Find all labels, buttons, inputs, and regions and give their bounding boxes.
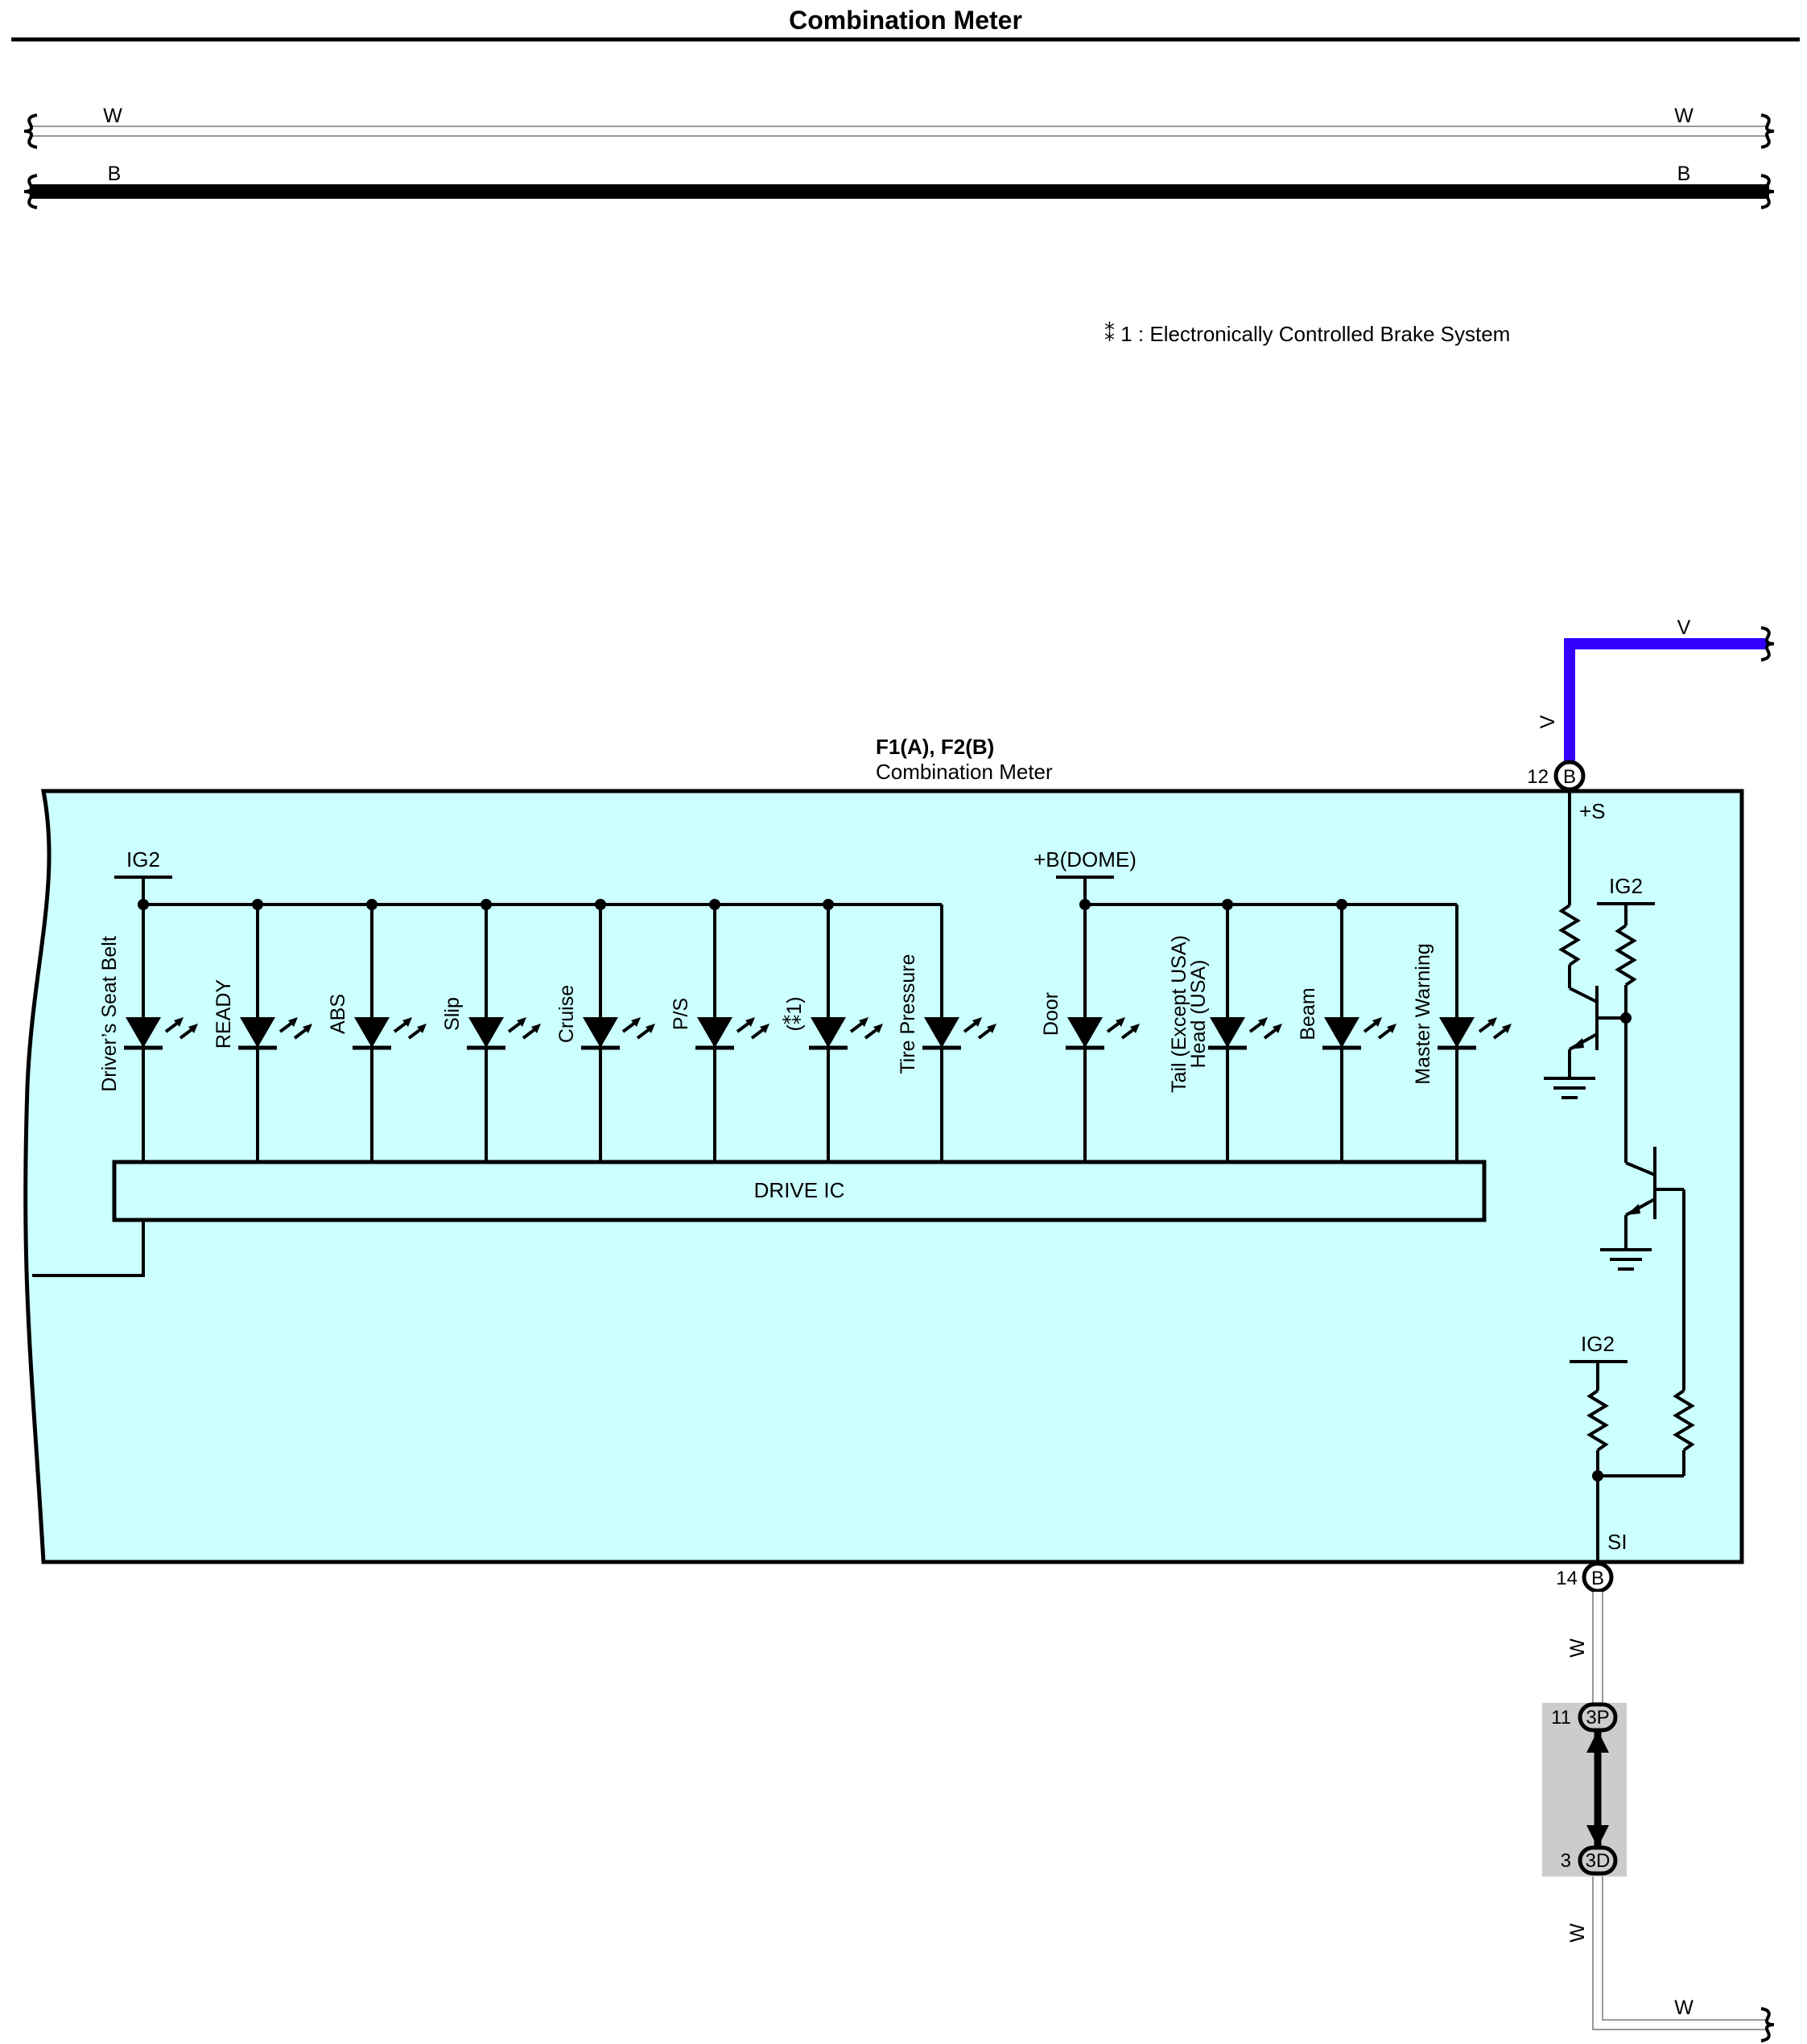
junction-dot	[823, 899, 834, 910]
lamp-label: Head (USA)	[1187, 960, 1210, 1069]
drive-ic-box	[112, 1160, 1487, 1222]
terminal-12-conn-letter: B	[1563, 766, 1576, 788]
wire-label-w-lower: W	[1566, 1923, 1589, 1943]
terminal-14-pin: 14	[1556, 1568, 1578, 1589]
terminal-si: SI	[1607, 1530, 1628, 1554]
lamp-label: Tire Pressure	[897, 954, 919, 1074]
component-code: F1(A), F2(B)	[876, 735, 994, 759]
junction-dot	[481, 899, 492, 910]
wire-v	[1564, 626, 1776, 764]
junction-dot-q1	[1620, 1012, 1632, 1024]
footnote: ⁑ 1 : Electronically Controlled Brake Sy…	[1104, 322, 1510, 346]
top-wire-w	[23, 113, 1776, 149]
junction-dot	[709, 899, 720, 910]
wire-label-v-vertical: V	[1537, 715, 1559, 728]
q2-emitter-arrow	[1626, 1204, 1640, 1215]
drive-ic-lead	[32, 1220, 145, 1277]
terminal-14-connector	[1582, 1561, 1614, 1593]
drive-ic-label: DRIVE IC	[754, 1178, 845, 1202]
lamp-label: P/S	[670, 998, 692, 1030]
wire-label-w-right: W	[1674, 105, 1694, 127]
diagram-title: Combination Meter	[789, 6, 1022, 35]
junction-3d-pin: 3	[1561, 1850, 1571, 1872]
lamp-branch: Cruise	[555, 899, 655, 1162]
junction-dot-si	[1592, 1470, 1603, 1481]
lamp-branch: Door	[1040, 899, 1140, 1162]
lamp-label: Master Warning	[1412, 943, 1434, 1085]
junction-dot	[1079, 899, 1091, 910]
junction-dot	[138, 899, 149, 910]
ig2-label-transistor: IG2	[1609, 874, 1643, 898]
junction-link	[1586, 1730, 1609, 1848]
wire-label-w-upper: W	[1566, 1638, 1589, 1658]
terminal-14-conn-letter: B	[1591, 1568, 1604, 1589]
lamp-branch: ABS	[327, 899, 427, 1162]
lamp-label: Cruise	[555, 985, 578, 1043]
q1-emitter-arrow	[1570, 1038, 1584, 1049]
junction-dot	[1222, 899, 1233, 910]
junction-3d-connector	[1578, 1845, 1618, 1876]
component-name: Combination Meter	[876, 760, 1053, 784]
junction-3p-connector	[1578, 1702, 1618, 1733]
lamp-branch: (⁑1)	[782, 899, 883, 1162]
lamp-branch: READY	[212, 899, 312, 1162]
junction-dot	[1336, 899, 1347, 910]
junction-3p-pin: 11	[1551, 1707, 1571, 1729]
ig2-label-si: IG2	[1581, 1332, 1615, 1356]
dome-lamp-group: Door Tail (Except USA)Head (USA) Beam Maste…	[1040, 899, 1512, 1162]
lamp-label: Tail (Except USA)	[1168, 935, 1190, 1093]
lamp-branch: Tail (Except USA)Head (USA)	[1168, 899, 1282, 1162]
wire-label-v-horizontal: V	[1677, 616, 1691, 639]
wire-label-b-left: B	[108, 163, 122, 185]
junction-dot	[595, 899, 606, 910]
dome-label: +B(DOME)	[1033, 847, 1137, 872]
lamp-branch: Driver’s Seat Belt	[98, 899, 198, 1162]
lamp-label: READY	[212, 979, 235, 1049]
lamp-branch: Slip	[441, 899, 541, 1162]
terminal-12-connector	[1553, 760, 1586, 792]
lamp-branch: P/S	[670, 899, 769, 1162]
lamp-branch: Master Warning	[1412, 905, 1512, 1162]
lamp-branch: Beam	[1297, 899, 1397, 1162]
lamp-label: (⁑1)	[782, 996, 806, 1031]
ig2-lamp-group: Driver’s Seat Belt READY ABS Slip Cruise P/S (…	[98, 899, 996, 1162]
wire-w-lower	[1592, 1592, 1776, 2042]
wire-label-w-left: W	[103, 105, 122, 127]
junction-dot	[252, 899, 263, 910]
ig2-label-left: IG2	[126, 847, 160, 872]
lamp-label: ABS	[327, 994, 349, 1034]
lamp-label: Slip	[441, 997, 464, 1031]
junction-3p-id: 3P	[1586, 1707, 1609, 1729]
lamp-label: Beam	[1297, 987, 1319, 1040]
lamp-label: Door	[1040, 992, 1062, 1036]
lamp-branch: Tire Pressure	[897, 905, 996, 1162]
junction-connector-shade	[1542, 1703, 1627, 1877]
terminal-12-pin: 12	[1527, 766, 1549, 788]
junction-dot	[366, 899, 377, 910]
transistor-circuit	[1558, 790, 1695, 1562]
junction-3d-id: 3D	[1586, 1850, 1611, 1872]
top-wire-b	[23, 174, 1776, 209]
lamp-label: Driver’s Seat Belt	[98, 936, 121, 1092]
wire-label-w-bottom: W	[1674, 1997, 1694, 2019]
wire-label-b-right: B	[1677, 163, 1691, 185]
terminal-plus-s: +S	[1579, 799, 1606, 823]
